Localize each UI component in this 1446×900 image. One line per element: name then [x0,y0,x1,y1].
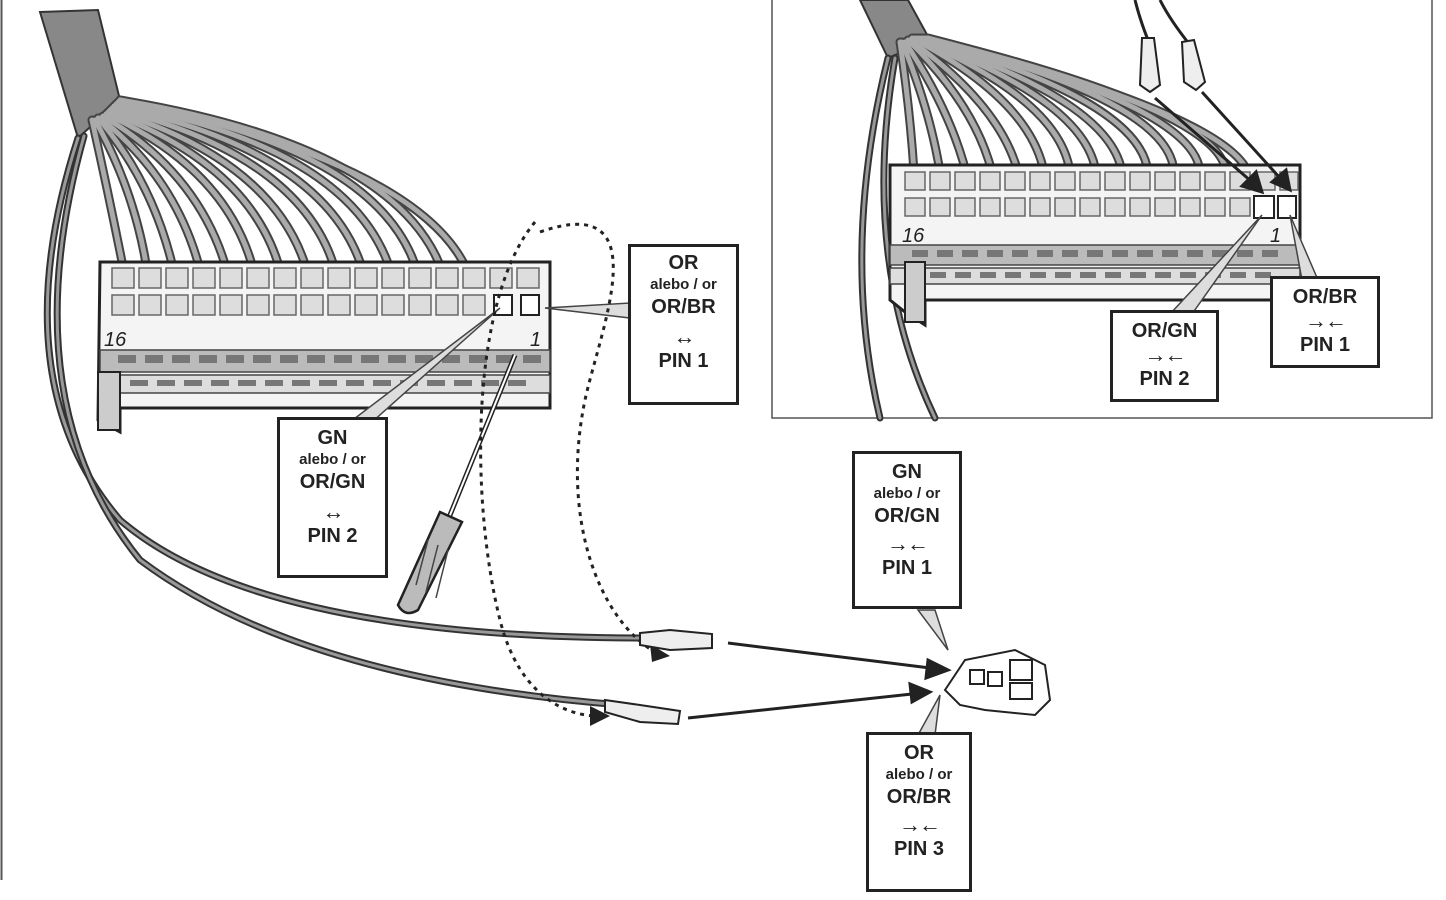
inset-block-number-1: 1 [1270,225,1281,247]
label-pin2-release: GN alebo / or OR/GN ↔ PIN 2 [277,417,388,578]
inset-pin2-slot [1253,195,1275,219]
insert-arrow-icon: →← [887,531,929,556]
label-line-color: OR/BR [1292,286,1358,308]
inset-pin1-slot [1277,195,1297,219]
label-line-alt: alebo / or [650,276,717,293]
label-line-pin: PIN 2 [1139,368,1190,390]
main-terminal-block: 16 1 [96,260,552,435]
insert-arrow-icon: →← [899,812,941,837]
connector-leader-lines [916,609,949,736]
main-pin1-slot [520,294,540,316]
wire-terminals [604,628,713,726]
inset-block-number-16: 16 [902,225,925,247]
inset-arrows [1154,90,1293,195]
label-line-pin: PIN 1 [1299,334,1351,356]
main-block-number-1: 1 [530,329,541,351]
label-line-color: OR/GN [1131,320,1198,342]
solid-arrows [687,641,952,720]
insert-arrow-icon: →← [1305,308,1347,333]
label-line-pin: PIN 1 [658,350,709,372]
label-line-color: GN [317,427,348,449]
dotted-arrows [479,221,656,718]
label-line-color: OR [904,742,934,764]
label-line-pin: PIN 2 [307,525,358,547]
label-line-alt: alebo / or [299,451,366,468]
release-arrow-icon: ↔ [673,324,696,349]
label-line-alt-color: OR/BR [651,296,716,318]
label-pin1-release: OR alebo / or OR/BR ↔ PIN 1 [628,244,739,405]
label-line-color: OR [668,252,699,274]
label-line-alt: alebo / or [885,766,953,783]
inset-frame [771,0,1433,419]
release-arrow-icon: ↔ [322,499,345,524]
insert-arrow-icon: →← [1144,342,1187,367]
inset-label-pin1: OR/BR →← PIN 1 [1270,276,1380,368]
label-line-pin: PIN 1 [881,557,933,579]
label-line-color: GN [892,461,922,483]
label-line-alt: alebo / or [873,485,941,502]
connector-icon [943,648,1052,717]
label-line-alt-color: OR/BR [886,786,952,808]
label-connector-pin1: GN alebo / or OR/GN →← PIN 1 [852,451,962,609]
label-line-alt-color: OR/GN [874,505,940,527]
label-line-alt-color: OR/GN [299,471,366,493]
label-connector-pin3: OR alebo / or OR/BR →← PIN 3 [866,732,972,892]
main-block-number-16: 16 [104,329,127,351]
label-line-pin: PIN 3 [893,838,945,860]
inset-label-pin2: OR/GN →← PIN 2 [1110,310,1219,402]
inset-incoming-terminals [1133,0,1207,94]
